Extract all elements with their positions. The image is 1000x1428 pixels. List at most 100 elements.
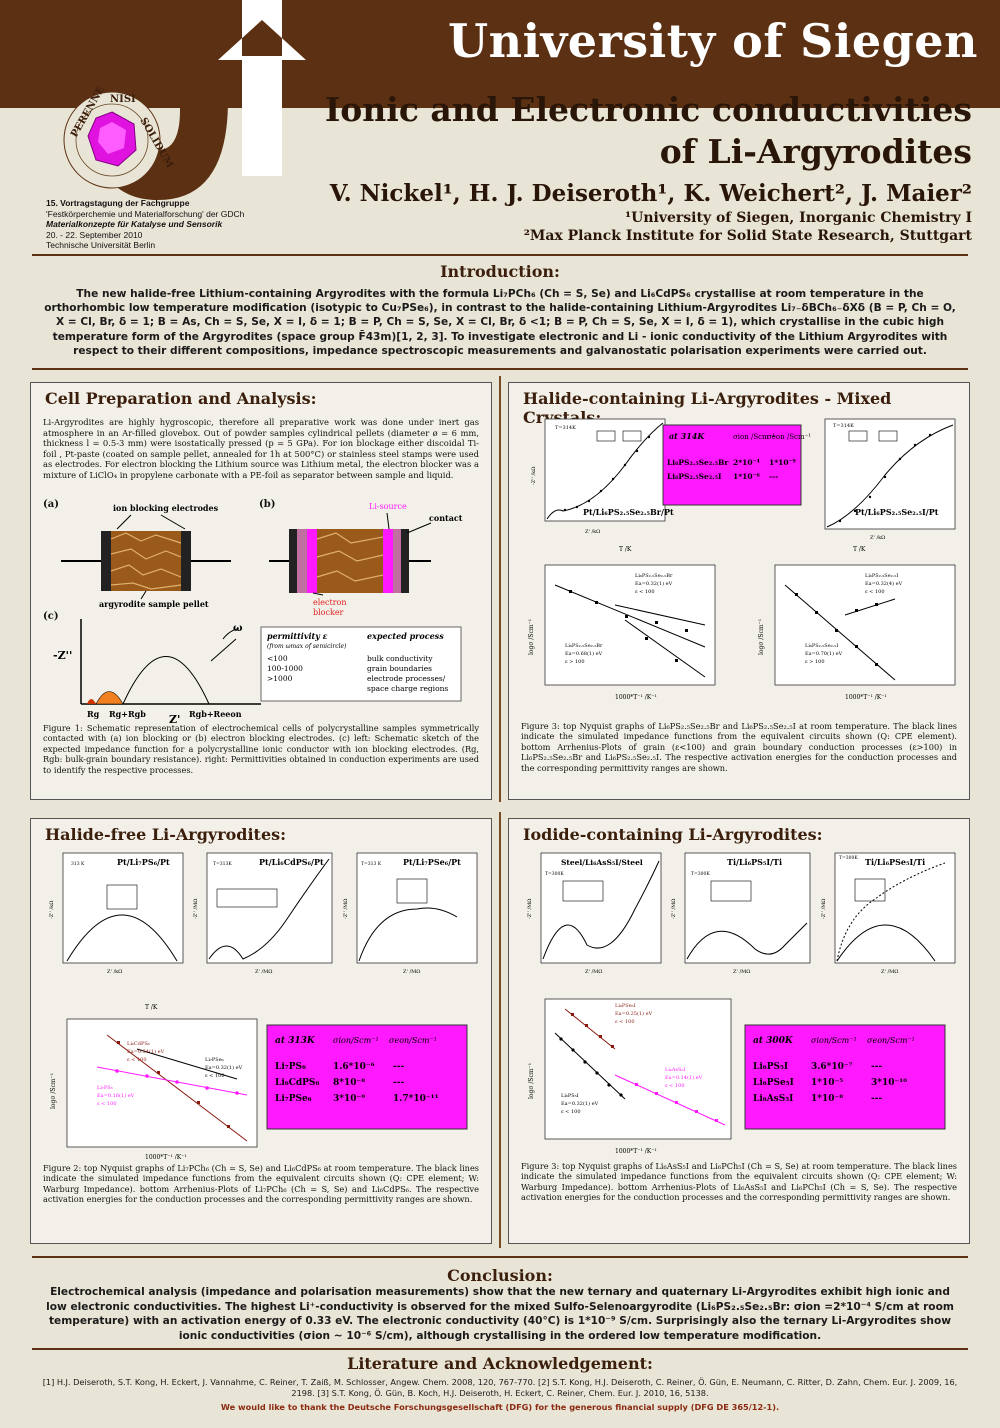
- conference-line: Materialkonzepte für Katalyse und Sensor…: [46, 219, 223, 229]
- table-head: σeon/Scm⁻¹: [389, 1036, 437, 1045]
- arrhenius-t-label: T /K: [853, 546, 866, 553]
- plot-label: Pt/Li₇PS₆/Pt: [117, 857, 170, 867]
- x-axis-label: Z' /kΩ: [585, 529, 600, 535]
- y-axis-label: -Z'' /MΩ: [527, 899, 533, 919]
- arr-ann: ε > 100: [805, 659, 825, 665]
- cell-preparation-panel: Cell Preparation and Analysis: Li-Argyro…: [30, 382, 492, 800]
- figure-1-caption: Figure 1: Schematic representation of el…: [43, 723, 479, 775]
- temp-label: T=314K: [555, 425, 576, 431]
- literature-text: [1] H.J. Deiseroth, S.T. Kong, H. Eckert…: [42, 1377, 958, 1398]
- table-cell: 1*10⁻⁸: [811, 1094, 843, 1104]
- university-logo: PERENNE NISI SOLIDUM: [63, 0, 306, 200]
- y-axis-label: -Z'' /kΩ: [531, 467, 537, 485]
- perm-proc: electrode processes/: [367, 674, 446, 683]
- arr-x-label: 1000*T⁻¹ /K⁻¹: [615, 694, 657, 701]
- label-rg: Rg: [87, 709, 100, 719]
- conference-line: 20. - 22. September 2010: [46, 229, 143, 240]
- conference-line: 'Festkörperchemie und Materialforschung'…: [46, 208, 245, 219]
- university-title: University of Siegen: [448, 14, 978, 68]
- temp-label: T=313 K: [361, 861, 382, 867]
- table-cell: 1.7*10⁻¹¹: [393, 1094, 439, 1104]
- perm-proc: space charge regions: [367, 684, 448, 693]
- affiliation-1: ¹University of Siegen, Inorganic Chemist…: [625, 210, 972, 226]
- arr-ann: Li₆PS₅I: [561, 1093, 579, 1099]
- label-omega: ω: [233, 623, 243, 634]
- label-rg-rgb: Rg+Rgb: [109, 709, 146, 719]
- table-cell: ---: [393, 1062, 404, 1072]
- label-electron: electron: [313, 598, 347, 607]
- temp-label: T=313K: [213, 861, 232, 867]
- x-axis-label: Z' /MΩ: [403, 969, 420, 975]
- arr-x-label: 1000*T⁻¹ /K⁻¹: [145, 1154, 187, 1159]
- panel-title: Halide-free Li-Argyrodites:: [45, 825, 287, 844]
- table-cell: 3*10⁻¹⁰: [871, 1078, 907, 1088]
- perm-proc: bulk conductivity: [367, 654, 433, 663]
- arr-t-label: T /K: [145, 1004, 158, 1011]
- temp-label: T=300K: [691, 871, 710, 877]
- arr-ann: Li₆PS₂.₅Se₂.₅I: [805, 643, 838, 649]
- conference-info: 15. Vortragstagung der Fachgruppe 'Festk…: [46, 198, 244, 251]
- plot-label: Pt/Li₆PS₂.₅Se₂.₅I/Pt: [855, 507, 939, 517]
- arr-ann: Li₆PS₂.₅Se₂.₅Br: [635, 573, 673, 579]
- figure-3-caption: Figure 3: top Nyquist graphs of Li₆PS₂.₅…: [521, 721, 957, 773]
- mixed-crystal-plots: T=314K Pt/Li₆PS₂.₅Se₂.₅Br/Pt Z' /kΩ -Z''…: [528, 418, 956, 701]
- perm-eps: 100-1000: [267, 664, 303, 673]
- conclusion-text: Electrochemical analysis (impedance and …: [46, 1286, 954, 1342]
- arr-ann: Ea=0.16(1) eV: [97, 1092, 135, 1099]
- arr-y-label: logσ /Scm⁻¹: [50, 1073, 57, 1109]
- halide-free-plots: Pt/Li₇PS₆/Pt 313 K Z' /kΩ -Z'' /kΩ Pt/Li…: [49, 852, 478, 1159]
- temp-label: T=300K: [545, 871, 564, 877]
- axis-zpp: -Z'': [53, 649, 72, 662]
- label-blocker: blocker: [313, 608, 344, 617]
- table-cell: ---: [871, 1094, 882, 1104]
- table-cell: Li₆AsS₅I: [753, 1094, 793, 1104]
- arr-ann: Ea=0.68(1) eV: [565, 650, 603, 657]
- arr-ann: Li₆CdPS₆: [127, 1041, 150, 1047]
- arr-ann: Li₇PSe₆: [205, 1057, 224, 1063]
- acknowledgement: We would like to thank the Deutsche Fors…: [220, 1402, 780, 1412]
- svg-text:NISI: NISI: [110, 94, 136, 105]
- arr-ann: ε < 100: [97, 1101, 117, 1107]
- iodide-plots: Steel/Li₆AsS₅I/Steel T=300K Z' /MΩ -Z'' …: [527, 852, 956, 1155]
- arr-ann: ε > 100: [565, 659, 585, 665]
- table-cell: 1*10⁻⁵: [811, 1078, 843, 1088]
- arr-ann: Ea=0.70(1) eV: [805, 650, 843, 657]
- conclusion-title: Conclusion:: [447, 1266, 553, 1285]
- cell-schematics: ion blocking electrodes argyrodite sampl…: [53, 502, 463, 726]
- plot-label: Pt/Li₇PSe₆/Pt: [403, 857, 461, 867]
- arr-ann: ε < 100: [635, 589, 655, 595]
- table-cell: 1*10⁻⁶: [733, 472, 761, 481]
- label-ion-blocking: ion blocking electrodes: [113, 503, 219, 513]
- arr-ann: ε < 100: [665, 1083, 685, 1089]
- introduction-title: Introduction:: [440, 262, 560, 281]
- panel-title: Cell Preparation and Analysis:: [45, 389, 317, 408]
- arr-ann: Li₆PSe₅I: [615, 1003, 636, 1009]
- perm-head-2: expected process: [367, 631, 444, 641]
- table-head: σion/Scm⁻¹: [811, 1036, 857, 1045]
- arr-x-label: 1000*T⁻¹ /K⁻¹: [615, 1148, 657, 1155]
- axis-zp: Z': [169, 713, 180, 726]
- perm-proc: grain boundaries: [367, 664, 432, 673]
- introduction-text: The new halide-free Lithium-containing A…: [44, 288, 956, 357]
- halide-free-panel: Halide-free Li-Argyrodites: Pt/Li₇PS₆/Pt…: [30, 818, 492, 1244]
- conference-line: Technische Universität Berlin: [46, 240, 156, 250]
- cell-preparation-text: Li-Argyrodites are highly hygroscopic, t…: [43, 417, 479, 480]
- arr-ann: ε < 100: [127, 1057, 147, 1063]
- temp-label: T=300K: [839, 855, 858, 861]
- label-contact: contact: [429, 513, 463, 523]
- y-axis-label: -Z'' /kΩ: [49, 901, 55, 919]
- arr-ann: Ea=0.32(4) eV: [865, 580, 903, 587]
- arr-ann: Ea=0.14(1) eV: [665, 1074, 703, 1081]
- arr-y-label: logσ /Scm⁻¹: [528, 1063, 535, 1099]
- literature-title: Literature and Acknowledgement:: [347, 1354, 653, 1373]
- table-cell: Li₆CdPS₆: [275, 1078, 319, 1088]
- plot-label: Pt/Li₆PS₂.₅Se₂.₅Br/Pt: [583, 507, 674, 517]
- arr-ann: ε < 100: [865, 589, 885, 595]
- arr-x-label: 1000*T⁻¹ /K⁻¹: [845, 694, 887, 701]
- arr-ann: Ea=0.54(1) eV: [127, 1048, 165, 1055]
- arr-ann: ε < 100: [205, 1073, 225, 1079]
- table-head: at 314K: [669, 431, 705, 441]
- x-axis-label: Z' /MΩ: [255, 969, 272, 975]
- poster-title-line1: Ionic and Electronic conductivities: [324, 90, 972, 129]
- divider-literature: [32, 1348, 968, 1350]
